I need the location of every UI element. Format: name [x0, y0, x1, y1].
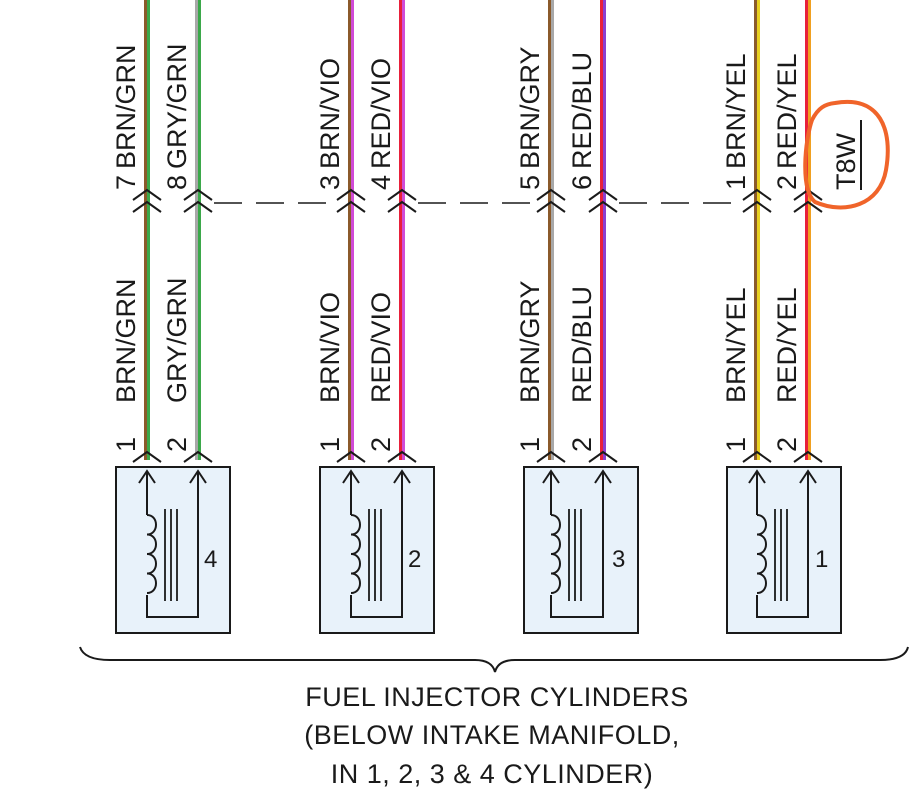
caption-line-3: IN 1, 2, 3 & 4 CYLINDER)	[331, 759, 654, 789]
connector-pin-6	[588, 188, 618, 213]
labels-layer: 7 BRN/GRN 8 GRY/GRN 3 BRN/VIO 4 RED/VIO 5 BRN/GRY…	[111, 43, 802, 190]
connector-pin-1	[742, 188, 772, 213]
coil-icon	[146, 514, 157, 594]
caption-line-1: FUEL INJECTOR CYLINDERS	[305, 682, 689, 712]
wire-red-yel	[805, 0, 811, 460]
connector-pin-number: 8	[162, 175, 192, 190]
injector-wire-label: RED/BLU	[567, 286, 597, 403]
injector-pin-number: 1	[111, 437, 141, 452]
injector-wire-label: RED/VIO	[366, 292, 396, 403]
connector-wire-color: BRN/YEL	[721, 53, 751, 169]
injector-number: 4	[204, 546, 217, 573]
injector-pin-number: 2	[366, 437, 396, 452]
connector-wire-label: 8 GRY/GRN	[162, 43, 192, 190]
wires-layer	[144, 0, 811, 460]
connector-pin-number: 2	[772, 175, 802, 190]
connector-wire-color: RED/VIO	[366, 58, 396, 169]
connector-wire-label: 7 BRN/GRN	[111, 44, 141, 190]
highlight-circle	[803, 99, 890, 210]
injector-2: BRN/VIO 1 RED/VIO 2 2	[315, 292, 435, 634]
connector-pin-4	[387, 188, 417, 213]
connector-pin-number: 3	[315, 175, 345, 190]
connector-id-label: T8W	[831, 132, 861, 190]
connector-pin-5	[536, 188, 566, 213]
connector-wire-color: BRN/GRY	[515, 46, 545, 169]
injectors-layer: BRN/GRN1GRY/GRN24BRN/VIO1RED/VIO22BRN/GR…	[111, 277, 842, 634]
injector-body	[319, 466, 435, 634]
wire-red-blu	[600, 0, 606, 460]
wire-red-vio	[399, 0, 405, 460]
connector-wire-color: GRY/GRN	[162, 43, 192, 169]
connector-wire-label: 4 RED/VIO	[366, 58, 396, 190]
injector-pin-number: 1	[721, 437, 751, 452]
injector-wire-label: BRN/YEL	[721, 287, 751, 403]
wire-brn-yel	[754, 0, 760, 460]
injector-wire-label: BRN/GRY	[515, 280, 545, 403]
injector-pin-number: 2	[772, 437, 802, 452]
injector-number: 3	[612, 546, 625, 573]
connector-wire-label: 3 BRN/VIO	[315, 58, 345, 190]
coil-icon	[756, 514, 767, 594]
connector-pin-8	[183, 188, 213, 213]
injector-wire-label: GRY/GRN	[162, 277, 192, 403]
connector-wire-color: RED/YEL	[772, 53, 802, 169]
connector-wire-color: RED/BLU	[567, 52, 597, 169]
injector-body	[726, 466, 842, 634]
wire-brn-vio	[348, 0, 354, 460]
connector-wire-label: 5 BRN/GRY	[515, 46, 545, 190]
connector-pin-number: 4	[366, 175, 396, 190]
connector-wire-color: BRN/VIO	[315, 58, 345, 169]
injector-wire-label: RED/YEL	[772, 287, 802, 403]
connector-wire-label: 2 RED/YEL	[772, 53, 802, 190]
coil-icon	[350, 514, 361, 594]
connector-pin-3	[336, 188, 366, 213]
injector-number: 2	[408, 546, 421, 573]
injector-pin-number: 2	[567, 437, 597, 452]
group-brace	[79, 646, 909, 673]
injector-4: BRN/GRN 1 GRY/GRN 2 4	[111, 277, 231, 634]
connector-pin-number: 1	[721, 175, 751, 190]
connector-wire-label: 1 BRN/YEL	[721, 53, 751, 190]
injector-1: BRN/YEL 1 RED/YEL 2 1	[721, 287, 842, 634]
wire-gry-grn	[195, 0, 201, 460]
injector-pin-number: 1	[515, 437, 545, 452]
injector-wire-label: BRN/VIO	[315, 292, 345, 403]
connector-pin-number: 6	[567, 175, 597, 190]
injector-wire-label: BRN/GRN	[111, 278, 141, 403]
injector-3: BRN/GRY 1 RED/BLU 2 3	[515, 280, 639, 634]
injector-pin-number: 2	[162, 437, 192, 452]
connector-wire-color: BRN/GRN	[111, 44, 141, 169]
injector-number: 1	[815, 546, 828, 573]
connector-id-callout: T8W	[803, 99, 890, 210]
coil-icon	[550, 514, 561, 594]
caption-line-2: (BELOW INTAKE MANIFOLD,	[304, 720, 680, 750]
injector-pin-number: 1	[315, 437, 345, 452]
wire-brn-gry	[548, 0, 554, 460]
connector-t8w	[132, 188, 823, 213]
wire-brn-grn	[144, 0, 150, 460]
connector-pin-number: 7	[111, 175, 141, 190]
connector-pin-7	[132, 188, 162, 213]
connector-pin-number: 5	[515, 175, 545, 190]
injector-body	[115, 466, 231, 634]
connector-wire-label: 6 RED/BLU	[567, 52, 597, 190]
